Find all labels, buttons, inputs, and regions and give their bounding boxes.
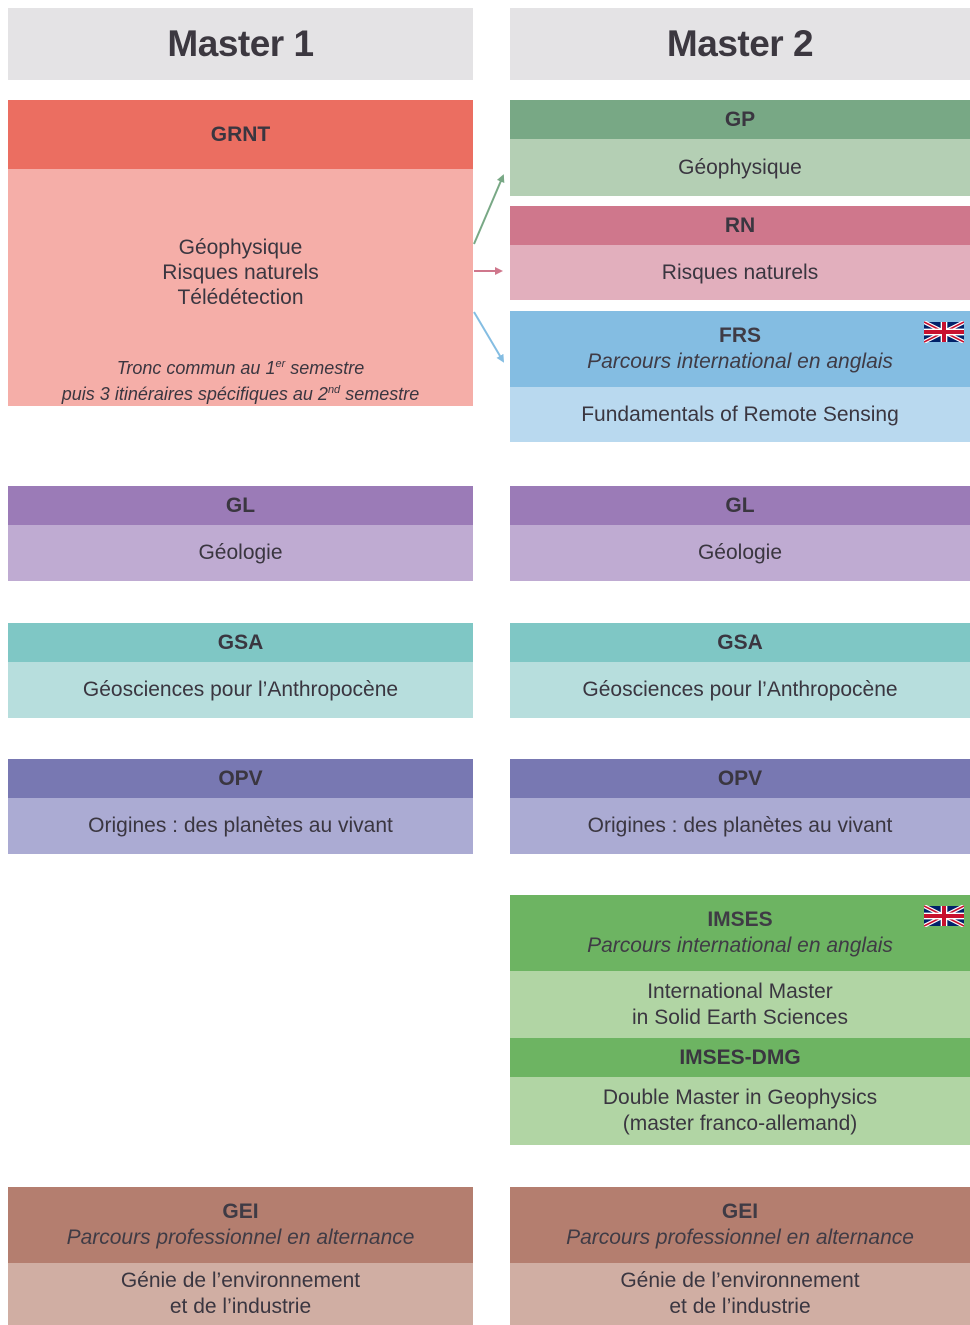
m1-opv-code-band: OPV xyxy=(8,759,473,798)
grnt-line-3: Télédétection xyxy=(177,286,304,309)
imses-dmg-name-line-1: Double Master in Geophysics xyxy=(602,1086,878,1110)
grnt-note: Tronc commun au 1er semestre puis 3 itin… xyxy=(8,353,473,405)
m1-gsa-name-band: Géosciences pour l’Anthropocène xyxy=(8,662,473,718)
m2-gl-name-band: Géologie xyxy=(510,525,970,581)
grnt-line-1: Géophysique xyxy=(178,236,303,259)
m1-gei-name-band: Génie de l’environnement et de l’industr… xyxy=(8,1263,473,1325)
imses-name-line-1: International Master xyxy=(647,979,833,1003)
m2-gsa-name: Géosciences pour l’Anthropocène xyxy=(582,678,898,702)
grnt-line-2: Risques naturels xyxy=(162,261,319,284)
m1-opv-name-band: Origines : des planètes au vivant xyxy=(8,798,473,854)
m2-gsa-name-band: Géosciences pour l’Anthropocène xyxy=(510,662,970,718)
master1-title: Master 1 xyxy=(167,23,314,64)
m1-gei-name-line-2: et de l’industrie xyxy=(169,1295,312,1318)
m1-gl-code: GL xyxy=(225,493,256,517)
m1-gei-code: GEI xyxy=(222,1200,259,1223)
m2-gei-name-line-2: et de l’industrie xyxy=(669,1295,811,1318)
arrow-to-frs xyxy=(473,311,505,363)
m1-gl-name: Géologie xyxy=(198,541,283,565)
frs-name: Fundamentals of Remote Sensing xyxy=(581,402,899,426)
rn-name-band: Risques naturels xyxy=(510,245,970,300)
m2-gl-name: Géologie xyxy=(697,541,783,565)
imses-code: IMSES xyxy=(707,908,773,931)
m2-gei-name-band: Génie de l’environnement et de l’industr… xyxy=(510,1263,970,1325)
grnt-code: GRNT xyxy=(210,122,271,146)
m1-gsa-code-band: GSA xyxy=(8,623,473,662)
rn-code-band: RN xyxy=(510,206,970,245)
imses-code-band: IMSES Parcours international en anglais xyxy=(510,895,970,971)
gp-code: GP xyxy=(724,107,756,131)
m2-gl-code: GL xyxy=(725,493,755,517)
frs-subtitle: Parcours international en anglais xyxy=(587,350,893,373)
frs-code-band: FRS Parcours international en anglais xyxy=(510,311,970,387)
grnt-note-line-2: puis 3 itinéraires spécifiques au 2nd se… xyxy=(61,384,420,404)
gp-name: Géophysique xyxy=(678,155,802,179)
m1-gsa-name: Géosciences pour l’Anthropocène xyxy=(82,678,399,702)
m2-opv-code: OPV xyxy=(717,766,763,790)
m1-gl-name-band: Géologie xyxy=(8,525,473,581)
master2-header: Master 2 xyxy=(510,8,970,80)
uk-flag-icon xyxy=(924,321,964,343)
m1-gei-name-line-1: Génie de l’environnement xyxy=(120,1269,361,1293)
m1-gl-code-band: GL xyxy=(8,486,473,525)
m2-opv-name-band: Origines : des planètes au vivant xyxy=(510,798,970,854)
m1-gei-subtitle: Parcours professionnel en alternance xyxy=(66,1226,415,1249)
m2-gei-name-line-1: Génie de l’environnement xyxy=(620,1269,860,1293)
arrow-to-gp xyxy=(473,174,505,245)
imses-subtitle: Parcours international en anglais xyxy=(587,934,893,957)
rn-code: RN xyxy=(724,213,756,237)
imses-name-line-2: in Solid Earth Sciences xyxy=(632,1005,848,1029)
m2-gei-code-band: GEI Parcours professionnel en alternance xyxy=(510,1187,970,1263)
m2-gei-code: GEI xyxy=(721,1200,759,1223)
m2-gsa-code: GSA xyxy=(717,630,763,654)
m2-gei-subtitle: Parcours professionnel en alternance xyxy=(566,1226,914,1249)
imses-dmg-code: IMSES-DMG xyxy=(679,1045,801,1069)
gp-code-band: GP xyxy=(510,100,970,139)
grnt-code-band: GRNT xyxy=(8,100,473,169)
grnt-disciplines: Géophysique Risques naturels Télédétecti… xyxy=(8,235,473,310)
master1-header: Master 1 xyxy=(8,8,473,80)
grnt-note-line-1: Tronc commun au 1er semestre xyxy=(116,358,365,378)
master2-title: Master 2 xyxy=(666,23,814,64)
imses-dmg-code-band: IMSES-DMG xyxy=(510,1038,970,1077)
m1-gei-code-band: GEI Parcours professionnel en alternance xyxy=(8,1187,473,1263)
m1-opv-name: Origines : des planètes au vivant xyxy=(88,814,393,838)
m1-opv-code: OPV xyxy=(218,766,263,790)
gp-name-band: Géophysique xyxy=(510,139,970,196)
m2-opv-code-band: OPV xyxy=(510,759,970,798)
frs-name-band: Fundamentals of Remote Sensing xyxy=(510,387,970,442)
m1-gsa-code: GSA xyxy=(217,630,264,654)
m2-gsa-code-band: GSA xyxy=(510,623,970,662)
frs-code: FRS xyxy=(719,324,761,347)
imses-name-band: International Master in Solid Earth Scie… xyxy=(510,971,970,1038)
imses-dmg-name-band: Double Master in Geophysics (master fran… xyxy=(510,1077,970,1145)
m2-gl-code-band: GL xyxy=(510,486,970,525)
imses-dmg-name-line-2: (master franco-allemand) xyxy=(622,1112,858,1135)
grnt-body: Géophysique Risques naturels Télédétecti… xyxy=(8,169,473,406)
rn-name: Risques naturels xyxy=(661,260,819,284)
m2-opv-name: Origines : des planètes au vivant xyxy=(587,814,893,838)
uk-flag-icon xyxy=(924,905,964,927)
